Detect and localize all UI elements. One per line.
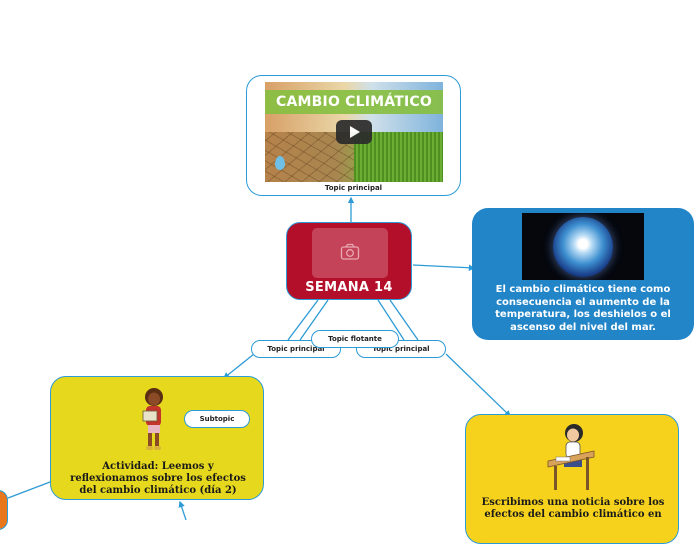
reading-girl-figure (142, 388, 163, 450)
activity-node[interactable]: Subtopic Actividad: Leemos y reflexionam… (50, 376, 264, 500)
writing-girl-figure (547, 424, 595, 490)
orange-topic-node[interactable] (0, 490, 8, 530)
subtopic-label[interactable]: Subtopic (184, 410, 250, 428)
link-central-topic-right (377, 299, 405, 341)
climate-consequence-node[interactable]: El cambio climático tiene como consecuen… (472, 208, 694, 340)
link-central-blue (412, 264, 476, 271)
news-writing-node[interactable]: Escribimos una noticia sobre los efectos… (465, 414, 679, 544)
play-icon[interactable] (336, 120, 372, 144)
video-thumbnail[interactable]: CAMBIO CLIMÁTICO (265, 82, 443, 182)
link-central-topic-right2 (389, 299, 419, 341)
video-node-caption: Topic principal (324, 184, 383, 192)
water-drop-icon (275, 156, 285, 170)
connector-lines (7, 196, 511, 520)
central-topic-node[interactable]: SEMANA 14 (286, 222, 412, 300)
link-topic-left-yellow (222, 353, 255, 379)
link-central-topic-left (287, 299, 319, 341)
video-topic-node[interactable]: CAMBIO CLIMÁTICO Topic principal (246, 75, 461, 196)
news-writing-text: Escribimos una noticia sobre los efectos… (481, 497, 665, 520)
link-central-topic-left2 (299, 299, 329, 341)
video-banner-title: CAMBIO CLIMÁTICO (265, 90, 443, 114)
camera-icon (340, 243, 360, 260)
link-yellow-bottom (178, 500, 187, 520)
climate-consequence-text: El cambio climático tiene como consecuen… (495, 284, 671, 333)
central-title: SEMANA 14 (305, 280, 393, 295)
link-yellow-orange (7, 481, 51, 499)
floating-topic-label[interactable]: Topic flotante (311, 330, 399, 348)
globe-graphic (553, 217, 613, 277)
earth-image (522, 213, 644, 280)
link-topic-right-yellow (445, 353, 511, 417)
activity-text: Actividad: Leemos y reflexionamos sobre … (70, 461, 246, 496)
image-placeholder[interactable] (312, 228, 388, 278)
